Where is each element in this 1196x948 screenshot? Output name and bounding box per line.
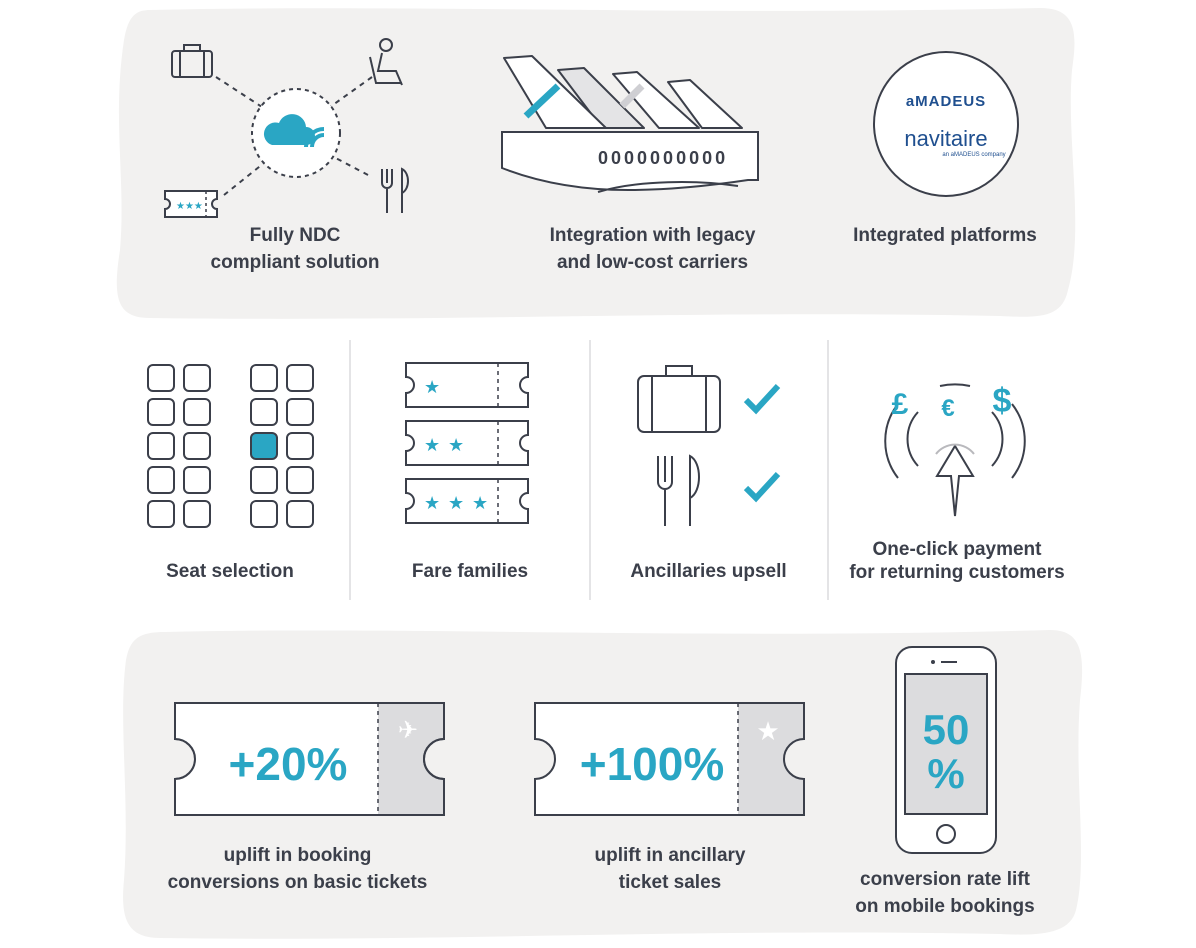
passenger-seat-icon <box>369 38 403 86</box>
seat-map-icon <box>147 364 314 528</box>
stat-value-booking: +20% <box>229 738 348 790</box>
svg-text:★: ★ <box>424 377 440 397</box>
smartphone-icon: 50 % <box>895 646 997 854</box>
currency-dollar: $ <box>993 382 1012 420</box>
svg-text:★: ★ <box>424 493 440 513</box>
stat-value-mobile-percent: % <box>927 750 964 797</box>
one-click-payment-icon: £ € $ <box>884 382 1026 517</box>
svg-text:★★★: ★★★ <box>176 201 203 212</box>
plane-icon: ✈ <box>398 717 418 744</box>
ancillaries-icon <box>637 365 781 526</box>
stat-label-ancillary: uplift in ancillary ticket sales <box>594 845 746 893</box>
svg-text:★: ★ <box>448 435 464 455</box>
currency-euro: € <box>941 395 954 422</box>
stat-label-mobile: conversion rate lift on mobile bookings <box>855 869 1035 917</box>
divider <box>589 340 591 600</box>
feature-label-ancillaries: Ancillaries upsell <box>630 561 787 582</box>
fare-tickets-icon: ★ ★ ★ ★ ★ ★ <box>405 362 529 524</box>
currency-pound: £ <box>892 388 909 421</box>
stat-label-booking: uplift in booking conversions on basic t… <box>167 845 428 893</box>
stat-ticket-ancillary: ★ +100% <box>534 702 805 816</box>
divider <box>827 340 829 600</box>
navitaire-logo: navitaire <box>904 126 987 151</box>
svg-text:★: ★ <box>424 435 440 455</box>
stat-ticket-booking: ✈ +20% <box>174 702 445 816</box>
svg-text:★: ★ <box>472 493 488 513</box>
feature-label-payment: One-click payment for returning customer… <box>849 539 1065 583</box>
carrier-windows: 0000000000 <box>598 148 728 168</box>
platforms-logo-circle: aMADEUS navitaire an aMADEUS company <box>873 51 1019 197</box>
briefcase-icon <box>171 44 213 78</box>
cutlery-icon <box>381 167 409 213</box>
stat-value-mobile-number: 50 <box>923 706 970 753</box>
navitaire-subtitle: an aMADEUS company <box>942 152 1005 158</box>
platforms-label: Integrated platforms <box>853 225 1037 246</box>
svg-text:★: ★ <box>448 493 464 513</box>
cloud-wifi-icon <box>251 88 341 178</box>
ndc-label: Fully NDC compliant solution <box>210 225 380 273</box>
feature-label-seat: Seat selection <box>166 561 294 582</box>
feature-label-fare: Fare families <box>411 561 529 582</box>
ndc-icon-cluster: ★★★ <box>164 38 409 218</box>
stat-value-ancillary: +100% <box>580 738 725 790</box>
ticket-icon: ★★★ <box>164 190 218 218</box>
divider <box>349 340 351 600</box>
amadeus-logo: aMADEUS <box>906 93 986 110</box>
star-icon: ★ <box>756 716 779 746</box>
airline-tails-illustration: 0000000000 <box>501 55 759 193</box>
carriers-label: Integration with legacy and low-cost car… <box>549 225 756 273</box>
